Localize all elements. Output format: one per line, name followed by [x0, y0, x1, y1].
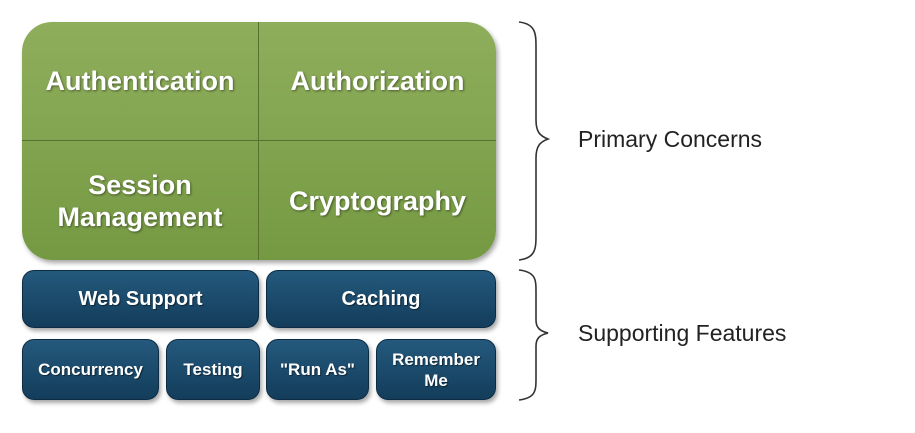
caching-box: Caching: [266, 270, 496, 328]
primary-concerns-block: Authentication Authorization Session Man…: [22, 22, 496, 260]
remember-me-box: Remember Me: [376, 339, 496, 400]
primary-brace: [518, 21, 551, 261]
grid-divider-vertical: [258, 22, 259, 260]
cryptography-cell: Cryptography: [288, 185, 467, 216]
authorization-cell: Authorization: [290, 66, 465, 96]
concurrency-box: Concurrency: [22, 339, 159, 400]
run-as-box: "Run As": [266, 339, 369, 400]
supporting-brace: [518, 269, 549, 401]
primary-concerns-label: Primary Concerns: [578, 126, 763, 152]
supporting-features-label: Supporting Features: [578, 320, 787, 346]
grid-divider-horizontal: [22, 140, 496, 141]
web-support-box: Web Support: [22, 270, 259, 328]
testing-box: Testing: [166, 339, 260, 400]
session-management-cell: Session Management: [57, 169, 223, 232]
authentication-cell: Authentication: [45, 66, 235, 96]
